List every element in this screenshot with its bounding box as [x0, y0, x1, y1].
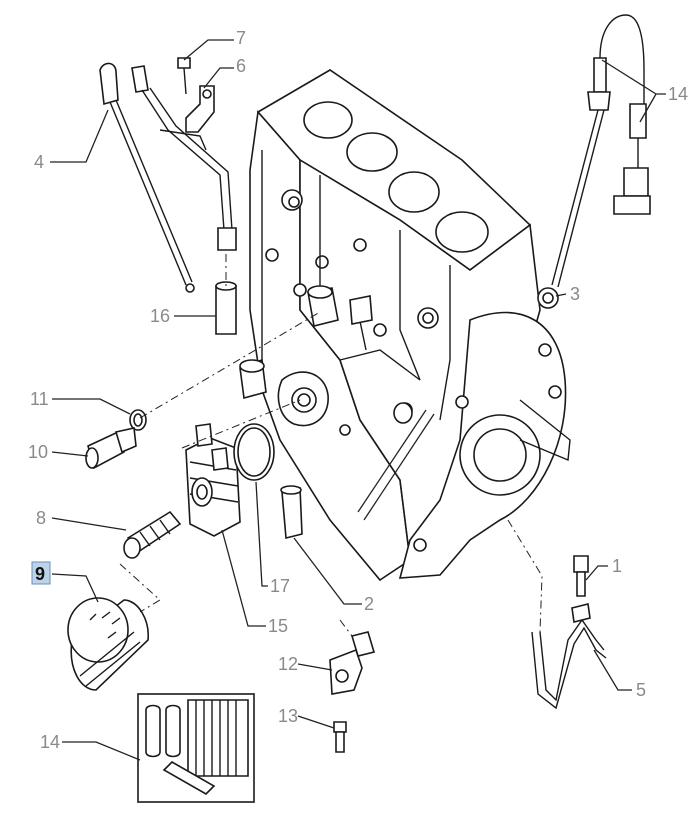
leader-lines: [50, 39, 666, 761]
part-16-bushing: [215, 281, 237, 335]
callout-13[interactable]: 13: [278, 706, 298, 726]
callout-16[interactable]: 16: [150, 306, 170, 326]
part-3-plug: [537, 287, 559, 309]
part-14-sensor-cable: [551, 14, 651, 288]
part-15-oil-cooler: [185, 423, 241, 537]
part-8-threaded-nipple: [123, 510, 182, 559]
callout-7[interactable]: 7: [236, 28, 246, 48]
callout-1[interactable]: 1: [612, 556, 622, 576]
callout-14-sensor[interactable]: 14: [668, 84, 688, 104]
part-17-o-ring: [233, 423, 275, 481]
assembly-center-lines: [119, 254, 543, 637]
callout-2[interactable]: 2: [364, 594, 374, 614]
callout-6[interactable]: 6: [236, 56, 246, 76]
callout-5[interactable]: 5: [636, 680, 646, 700]
part-4-dipstick-tube: [99, 62, 237, 293]
part-11-seal-ring: [129, 409, 147, 431]
callout-12[interactable]: 12: [278, 654, 298, 674]
callout-9-highlight: [31, 561, 51, 585]
callout-11[interactable]: 11: [30, 389, 49, 409]
part-9-oil-filter: [67, 597, 149, 691]
callout-15[interactable]: 15: [268, 616, 288, 636]
part-10-pressure-switch: [85, 427, 137, 470]
part-5-oil-pipe: [531, 603, 607, 710]
part-7-screw: [177, 57, 191, 95]
callout-3[interactable]: 3: [570, 284, 580, 304]
part-1-bolt: [573, 555, 589, 597]
callout-4[interactable]: 4: [34, 152, 44, 172]
part-2-fitting: [280, 485, 303, 540]
part-13-screw: [333, 721, 347, 753]
callout-9[interactable]: 9: [35, 564, 45, 584]
callout-14-kit[interactable]: 14: [40, 732, 60, 752]
callout-8[interactable]: 8: [36, 508, 46, 528]
callout-10[interactable]: 10: [28, 442, 48, 462]
engine-block: [239, 69, 571, 582]
callout-labels: 4 7 6 16 11 10 8 9 14 15 17 2 12 13 1 5 …: [28, 28, 688, 752]
part-6-bracket: [159, 85, 215, 151]
part-12-bracket: [329, 631, 376, 695]
part-14-filter-kit: [137, 693, 255, 803]
callout-17[interactable]: 17: [270, 576, 290, 596]
